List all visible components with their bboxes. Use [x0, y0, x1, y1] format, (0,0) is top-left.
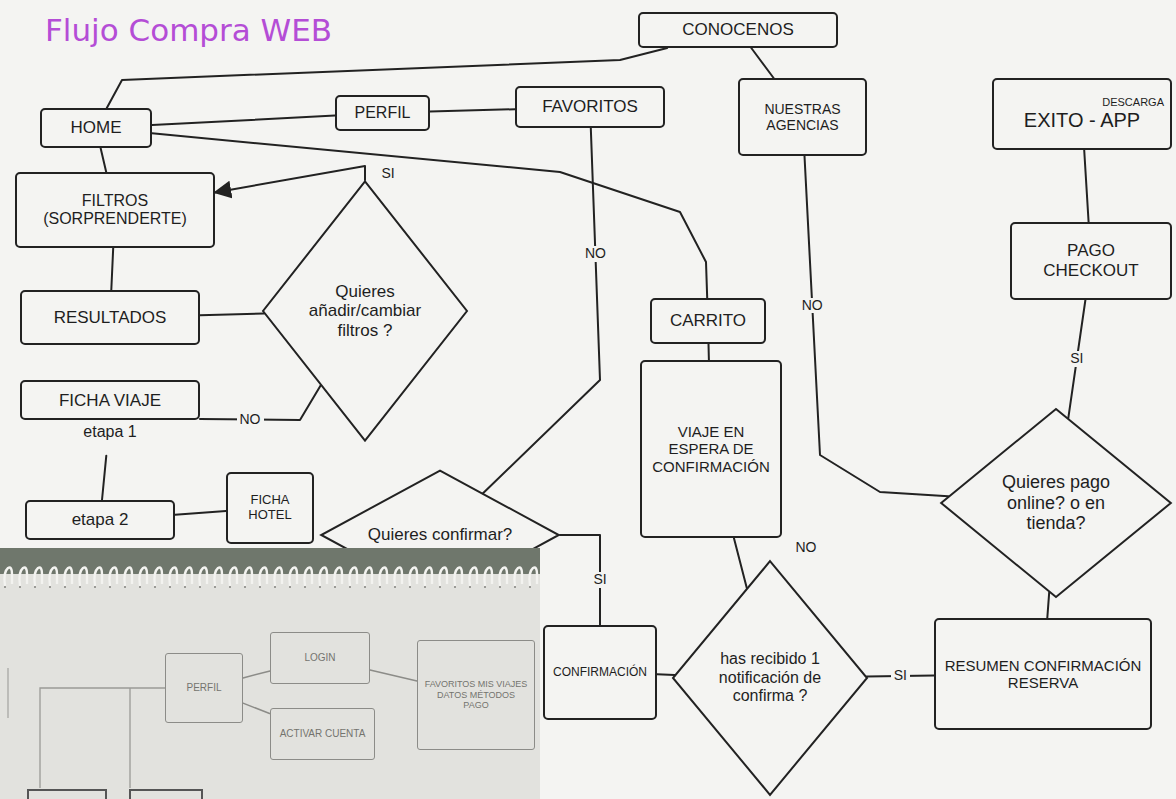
edge-label: NO	[793, 540, 820, 555]
process-box: CONOCENOS	[638, 12, 838, 48]
process-box: VIAJE EN ESPERA DE CONFIRMACIÓN	[640, 360, 782, 538]
process-box: HOME	[40, 108, 152, 148]
process-box: DESCARGAEXITO - APP	[992, 78, 1172, 150]
spiral-binding	[0, 548, 540, 594]
box-text: FILTROS	[82, 192, 148, 210]
box-text: FAVORITOS MIS VIAJES DATOS MÉTODOS PAGO	[424, 679, 528, 710]
process-box: NUESTRAS AGENCIAS	[738, 78, 867, 156]
connector	[243, 703, 270, 713]
connector	[243, 671, 270, 678]
box-text: (SORPRENDERTE)	[43, 210, 187, 228]
connector	[152, 133, 707, 298]
decision-diamond: Quieres pago online? o en tienda?	[940, 408, 1172, 598]
connector	[430, 109, 515, 111]
box-text: VIAJE EN ESPERA DE CONFIRMACIÓN	[648, 423, 774, 475]
process-box: FILTROS(SORPRENDERTE)	[15, 172, 215, 248]
box-text: CARRITO	[670, 311, 746, 331]
sketch-line	[129, 688, 130, 788]
process-box: FICHA VIAJE etapa 1	[20, 380, 200, 455]
decision-text-wrap: Quieres confirmar?	[355, 525, 525, 545]
box-text: FAVORITOS	[542, 97, 638, 117]
decision-text-wrap: Quieres pago online? o en tienda?	[986, 472, 1126, 534]
notebook-photo: PERFIL LOGIN ACTIVAR CUENTA FAVORITOS MIS V…	[0, 548, 540, 799]
box-text: LOGIN	[304, 652, 335, 664]
box-text: RESUMEN CONFIRMACIÓN RESERVA	[942, 657, 1144, 692]
process-box: CONFIRMACIÓN	[543, 625, 657, 720]
box-text: PERFIL	[354, 104, 410, 122]
connector	[483, 128, 600, 493]
process-box: FAVORITOS MIS VIAJES DATOS MÉTODOS PAGO	[417, 640, 535, 750]
connector	[657, 673, 675, 676]
process-box: ACTIVAR CUENTA	[270, 708, 376, 760]
connector	[200, 314, 264, 316]
decision-text: has recibido 1 notificación de confirma …	[711, 650, 829, 705]
connector	[1047, 592, 1049, 618]
edge-label: NO	[799, 298, 826, 313]
diamond-outline	[941, 409, 1171, 597]
process-box: PERFIL	[165, 653, 243, 723]
edge-label: SI	[590, 572, 609, 587]
connector	[175, 511, 226, 515]
process-box: CARRITO	[650, 298, 766, 344]
edge-label: SI	[891, 668, 910, 683]
sketch-box	[28, 790, 106, 799]
box-text: etapa 2	[72, 510, 129, 530]
connector	[370, 670, 417, 681]
process-box: FAVORITOS	[515, 86, 665, 128]
box-text: FICHA HOTEL	[234, 493, 306, 523]
decision-text-wrap: Quieres añadir/cambiar filtros ?	[299, 282, 431, 341]
process-box: PERFIL	[335, 95, 430, 131]
box-text: PERFIL	[186, 682, 221, 694]
edge-label: NO	[237, 412, 264, 427]
process-box: etapa 2	[25, 500, 175, 540]
process-box: PAGO CHECKOUT	[1010, 222, 1172, 300]
decision-text: Quieres confirmar?	[368, 525, 513, 545]
connector	[751, 48, 773, 78]
decision-text-wrap: has recibido 1 notificación de confirma …	[711, 650, 829, 705]
box-text: FICHA VIAJE	[59, 391, 161, 411]
box-text: ACTIVAR CUENTA	[280, 728, 366, 740]
box-text: DESCARGA	[1102, 96, 1164, 109]
box-text: EXITO - APP	[1024, 109, 1140, 132]
diamond-outline	[673, 561, 867, 795]
box-text: NUESTRAS AGENCIAS	[746, 101, 859, 133]
sketch-line	[7, 668, 8, 718]
box-text: PAGO CHECKOUT	[1018, 241, 1164, 280]
box-text: CONFIRMACIÓN	[553, 666, 647, 680]
box-text: HOME	[71, 118, 122, 138]
edge-label: SI	[1067, 351, 1086, 366]
connector	[708, 344, 710, 360]
box-text: CONOCENOS	[682, 20, 793, 40]
connector	[734, 538, 747, 588]
sketch-box	[130, 790, 202, 799]
connector	[111, 248, 113, 290]
diamond-outline	[263, 181, 467, 440]
box-frame: FICHA VIAJE	[20, 380, 200, 420]
connector	[1084, 150, 1088, 222]
process-box: LOGIN	[270, 632, 370, 684]
connector	[102, 456, 106, 500]
connector	[101, 148, 107, 172]
diagram-title: Flujo Compra WEB	[45, 12, 332, 48]
node-layer: PERFIL LOGIN ACTIVAR CUENTA FAVORITOS MIS V…	[0, 548, 540, 799]
decision-diamond: has recibido 1 notificación de confirma …	[672, 560, 868, 796]
edge-label: SI	[378, 166, 397, 181]
box-subtitle: etapa 1	[83, 423, 136, 441]
edge-label: NO	[582, 246, 609, 261]
sketch-line	[40, 688, 165, 788]
connector	[805, 156, 949, 496]
box-text: RESULTADOS	[54, 308, 167, 328]
decision-diamond: Quieres añadir/cambiar filtros ?	[262, 180, 468, 442]
process-box: RESULTADOS	[20, 290, 200, 345]
process-box: FICHA HOTEL	[226, 472, 314, 544]
decision-text: Quieres pago online? o en tienda?	[986, 472, 1126, 534]
decision-text: Quieres añadir/cambiar filtros ?	[299, 282, 431, 341]
process-box: RESUMEN CONFIRMACIÓN RESERVA	[934, 618, 1152, 730]
connector	[215, 166, 365, 192]
connector	[152, 116, 335, 126]
